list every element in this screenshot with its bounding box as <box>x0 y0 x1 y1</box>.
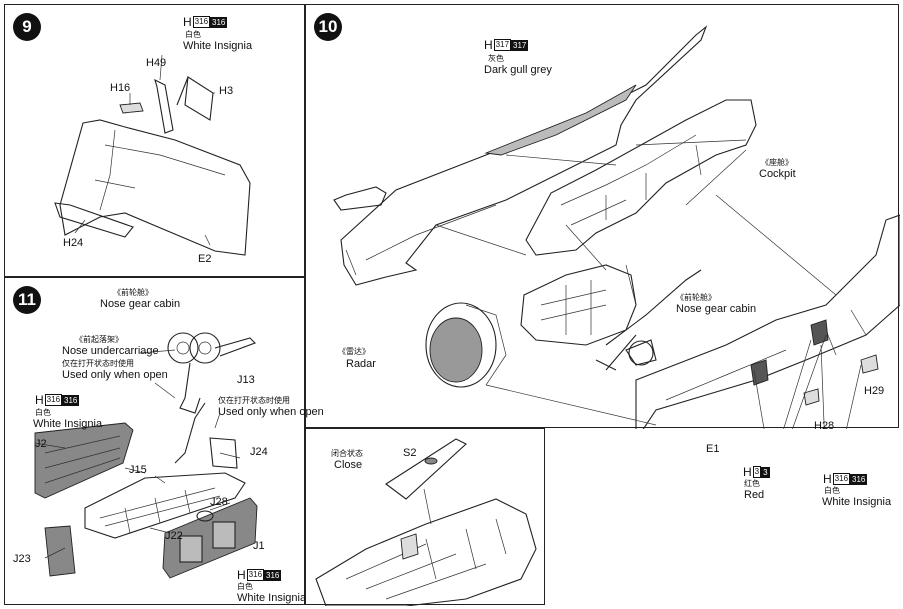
step-10-paint-red-callout: H 3 3 <box>743 465 770 479</box>
step-11-paint-left-callout: H 316 316 <box>35 393 80 407</box>
part-label-h24: H24 <box>63 237 84 249</box>
part-label-h49: H49 <box>146 57 167 69</box>
part-label-j15: J15 <box>129 464 147 476</box>
part-label-j1: J1 <box>253 540 265 552</box>
undercarriage-cn: 《前起落架》 <box>75 335 123 344</box>
s11-nose-gear-cabin-cn: 《前轮舱》 <box>113 288 153 297</box>
part-label-h16: H16 <box>110 82 131 94</box>
paint-box-dark: 316 <box>62 394 80 406</box>
close-inset-panel: 闭合状态 Close S2 <box>305 428 545 606</box>
paint-red-en: Red <box>744 489 765 501</box>
part-label-e1: E1 <box>706 443 720 455</box>
step-10-drawing <box>333 25 900 429</box>
paint-left-cn: 白色 <box>35 408 51 417</box>
j13-note-cn: 仅在打开状态时使用 <box>218 396 290 405</box>
paint-left-en: White Insignia <box>33 418 103 430</box>
paint-grey-en: Dark gull grey <box>484 64 552 76</box>
paint-box: 3 <box>752 466 762 478</box>
part-label-e2: E2 <box>198 253 212 265</box>
paint-code: H <box>484 38 493 52</box>
paint-white-cn: 白色 <box>824 486 840 495</box>
paint-code: H <box>183 15 192 29</box>
paint-box-dark: 316 <box>210 16 228 28</box>
part-label-j28: J28 <box>210 496 228 508</box>
paint-cn-label: 白色 <box>185 30 201 39</box>
part-label-j23: J23 <box>13 553 31 565</box>
paint-box: 316 <box>246 569 265 581</box>
undercarriage-note-en: Used only when open <box>62 369 168 381</box>
step-11-panel: 11 《前轮舱》 Nose gear cabin 《前起落架》 Nose und… <box>4 277 324 605</box>
nose-gear-cabin-cn: 《前轮舱》 <box>676 293 716 302</box>
undercarriage-label: Nose undercarriage <box>62 345 159 357</box>
part-label-j22: J22 <box>165 530 183 542</box>
radar-label: Radar <box>346 358 376 370</box>
step-9-number: 9 <box>13 13 41 41</box>
step-9-drawing <box>54 54 251 256</box>
s11-nose-gear-cabin-label: Nose gear cabin <box>100 298 181 310</box>
paint-en-label: White Insignia <box>183 40 253 52</box>
paint-code: H <box>743 465 752 479</box>
paint-box-dark: 316 <box>850 473 868 485</box>
paint-code: H <box>823 472 832 486</box>
undercarriage-note-cn: 仅在打开状态时使用 <box>62 359 134 368</box>
paint-bottom-cn: 白色 <box>237 582 253 591</box>
part-label-j13: J13 <box>237 374 255 386</box>
paint-box-dark: 317 <box>511 39 529 51</box>
paint-grey-cn: 灰色 <box>488 54 504 63</box>
part-label-h28: H28 <box>814 420 835 432</box>
paint-code: H <box>237 568 246 582</box>
paint-box-dark: 3 <box>761 466 770 478</box>
step-11-drawing <box>34 332 258 579</box>
step-10-paint-grey-callout: H 317 317 <box>484 38 529 52</box>
paint-box: 316 <box>44 394 63 406</box>
paint-code: H <box>35 393 44 407</box>
close-cn: 闭合状态 <box>331 449 363 458</box>
step-11-paint-bottom-callout: H 316 316 <box>237 568 282 582</box>
j13-note-en: Used only when open <box>218 406 324 418</box>
part-label-h29: H29 <box>864 385 885 397</box>
nose-gear-cabin-label: Nose gear cabin <box>676 303 757 315</box>
part-label-h3: H3 <box>219 85 234 97</box>
part-label-s2: S2 <box>403 447 417 459</box>
close-label: Close <box>334 459 363 471</box>
paint-box: 316 <box>192 16 211 28</box>
paint-bottom-en: White Insignia <box>237 592 307 604</box>
part-label-j24: J24 <box>250 446 268 458</box>
step-10-panel: 10 H 317 317 灰色 Dark gull g <box>305 4 900 455</box>
close-inset-drawing <box>315 438 537 606</box>
radar-cn: 《雷达》 <box>338 347 370 356</box>
step-10-number: 10 <box>314 13 342 41</box>
paint-white-en: White Insignia <box>822 496 892 508</box>
paint-box-dark: 316 <box>264 569 282 581</box>
step-9-paint-callout: H 316 316 <box>183 15 228 29</box>
paint-box: 317 <box>493 39 512 51</box>
paint-box: 316 <box>832 473 851 485</box>
cockpit-label: Cockpit <box>759 168 796 180</box>
step-9-panel: 9 H 316 316 白色 White Insignia H49 H16 H3… <box>4 4 305 277</box>
part-label-j2: J2 <box>35 438 47 450</box>
step-11-number: 11 <box>13 286 41 314</box>
step-10-paint-white-callout: H 316 316 <box>823 472 868 486</box>
paint-red-cn: 红色 <box>744 479 760 488</box>
cockpit-cn: 《座舱》 <box>761 158 793 167</box>
